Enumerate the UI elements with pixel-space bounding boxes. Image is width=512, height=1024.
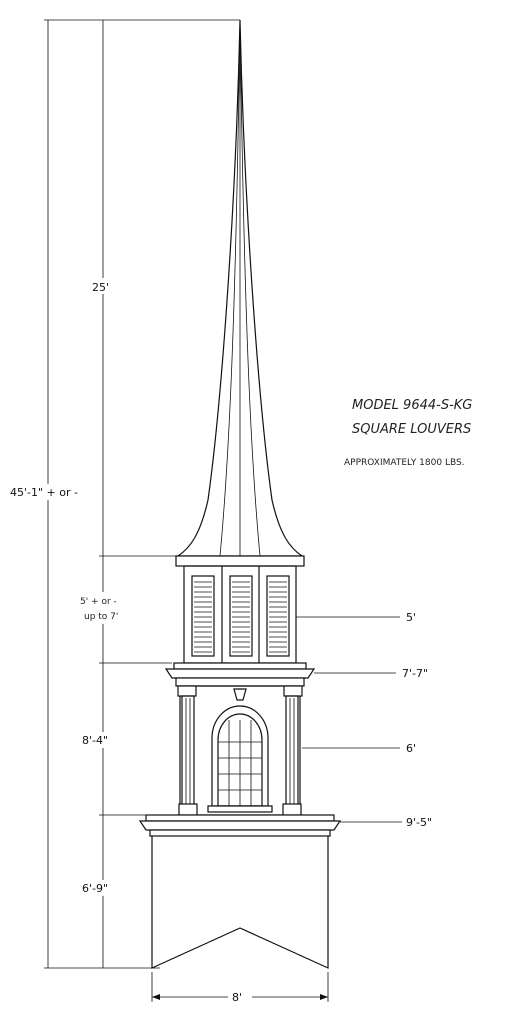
spire xyxy=(175,19,305,567)
base-cap-width-label: 9'-5" xyxy=(406,816,432,829)
section-dimension-line xyxy=(76,20,182,968)
model-title: MODEL 9644-S-KG xyxy=(352,398,472,413)
overall-height-label: 45'-1" + or - xyxy=(10,486,78,499)
base-width-label: 8' xyxy=(232,991,242,1004)
base-height-label: 6'-9" xyxy=(82,882,108,895)
louver-belfry xyxy=(183,565,297,664)
louver-height-label-line1: 5' + or - xyxy=(80,597,117,607)
louver-height-label-line2: up to 7' xyxy=(84,612,118,622)
right-leaders xyxy=(296,616,402,823)
model-subtitle: SQUARE LOUVERS xyxy=(352,422,471,437)
spire-height-label: 25' xyxy=(92,281,109,294)
base xyxy=(151,836,329,969)
base-cap xyxy=(138,814,342,837)
window-section xyxy=(177,685,303,816)
overall-dimension-line xyxy=(6,19,240,969)
model-weight: APPROXIMATELY 1800 LBS. xyxy=(344,458,465,468)
cornice-width-label: 7'-7" xyxy=(402,667,428,680)
cornice xyxy=(164,662,316,687)
column-width-label: 6' xyxy=(406,742,416,755)
base-width-dimension xyxy=(151,972,329,1002)
louver-width-label: 5' xyxy=(406,611,416,624)
window-section-height-label: 8'-4" xyxy=(82,734,108,747)
